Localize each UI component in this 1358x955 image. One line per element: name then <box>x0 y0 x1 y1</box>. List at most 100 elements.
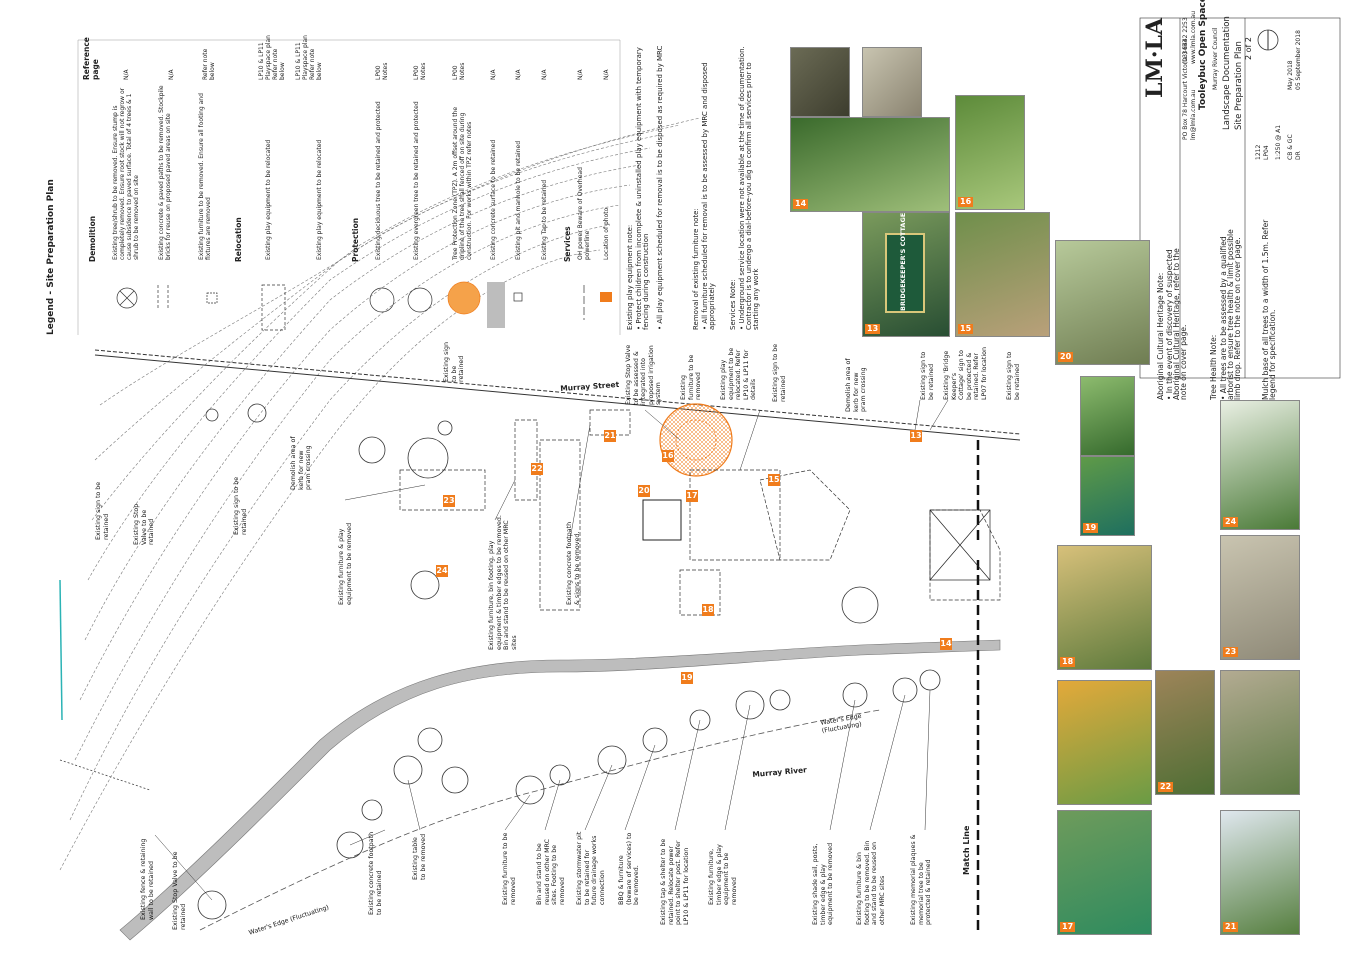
tree-protection-zone <box>659 403 733 477</box>
plan-tag-24: 24 <box>436 565 448 577</box>
legend-frame <box>77 39 621 335</box>
project-number: 1212 <box>1255 144 1262 160</box>
annotation-8: BBQ & furniture (beware of services) to … <box>618 832 641 905</box>
note-services-1: • Underground service location were not … <box>738 46 760 330</box>
legend-row-9: Existing concrete surface to be retained <box>490 139 497 260</box>
legend-row-3: Existing furniture to be removed. Ensure… <box>198 93 212 260</box>
photo-number: 16 <box>958 197 974 207</box>
project-title: Tooleybuc Open Space <box>1198 0 1208 110</box>
annotation-2: Existing Stop Valve to be retained <box>172 851 187 930</box>
issue-date: May 2018 <box>1287 60 1294 90</box>
legend-row-13: Location of photo <box>603 207 610 260</box>
legend-ref-3: Refer note below <box>202 48 216 80</box>
designed-by: CB & GC <box>1287 134 1294 160</box>
photo-number: 18 <box>1060 657 1076 667</box>
revision-date: 05 September 2018 <box>1295 30 1302 90</box>
annotation-13: Existing memorial plaques & memorial tre… <box>910 834 933 925</box>
note-play-1: • Protect children from incomplete & uni… <box>635 47 650 330</box>
plan-tag-13: 13 <box>910 430 922 442</box>
document-type: Landscape Documentation <box>1222 16 1232 130</box>
annotation-18: Existing furniture & play equipment to b… <box>338 522 353 605</box>
photo-24: 24 <box>1220 400 1300 530</box>
photo-19: 19 <box>1080 456 1135 536</box>
annotation-3: Existing concrete footpath to be retaine… <box>368 831 383 915</box>
plan-tag-22: 22 <box>531 463 543 475</box>
photo-number: 22 <box>1158 782 1174 792</box>
legend-ref-10: N/A <box>515 69 522 80</box>
photo-21: 21 <box>1220 810 1300 935</box>
annotation-27: Existing sign to be retained <box>920 351 935 400</box>
plan-tag-17: 17 <box>686 490 698 502</box>
legend-row-7: Existing evergreen tree to be retained a… <box>413 101 420 260</box>
mulch-note: Mulch base of all trees to a width of 1.… <box>1261 219 1277 400</box>
legend-ref-2: N/A <box>168 69 175 80</box>
legend-ref-13: N/A <box>603 69 610 80</box>
note-play-2: • All play equipment scheduled for remov… <box>656 45 664 330</box>
photo-17: 17 <box>1057 810 1152 935</box>
photo-20: 20 <box>1055 240 1150 365</box>
tree-health-heading: Tree Health Note: <box>1209 334 1218 400</box>
annotation-21: Existing sign to be retained <box>443 342 466 382</box>
photo-playground <box>1057 680 1152 805</box>
photo-number: 20 <box>1058 352 1074 362</box>
legend-title: Legend - Site Preparation Plan <box>46 179 56 335</box>
legend-row-11: Existing Tap to be retained <box>541 179 548 260</box>
legend-row-5: Existing play equipment to be relocated <box>316 139 323 260</box>
heritage-heading: Aboriginal Cultural Heritage Note: <box>1156 272 1165 400</box>
annotation-6: Bin and stand to be reused on other MRC … <box>536 839 566 905</box>
annotation-17: Demolish area of kerb for new pram cross… <box>290 436 313 490</box>
firm-phone: (03) 5442 2253 <box>1182 17 1189 64</box>
photo-22: 22 <box>1155 670 1215 795</box>
legend-ref-1: N/A <box>123 69 130 80</box>
photo-14: 14 <box>790 117 950 212</box>
photo-23: 23 <box>1220 535 1300 660</box>
plan-tag-16: 16 <box>662 450 674 462</box>
legend-ref-6: LP00 Notes <box>375 62 389 80</box>
sheet-title: Site Preparation Plan <box>1234 41 1244 130</box>
photo-19-top <box>1080 376 1135 456</box>
photo-number: 24 <box>1223 517 1239 527</box>
plan-tag-18: 18 <box>702 604 714 616</box>
legend-ref-12: N/A <box>577 69 584 80</box>
photo-number: 21 <box>1223 922 1239 932</box>
firm-logo: LM·LA <box>1142 17 1168 98</box>
annotation-16: Existing sign to be retained <box>233 476 248 535</box>
building-outline <box>929 509 991 581</box>
annotation-25: Existing sign to be retained <box>772 343 787 402</box>
sheet-number: 2 of 2 <box>1244 37 1253 60</box>
waters-edge-line <box>199 709 881 931</box>
legend-row-8: Tree Protection Zone (TPZ). A 2m offset … <box>452 106 473 260</box>
legend-ref-7: LP00 Notes <box>413 62 427 80</box>
legend-row-1: Existing tree/shrub to be removed. Ensur… <box>112 87 140 260</box>
plan-tag-19: 19 <box>681 672 693 684</box>
plan-tag-23: 23 <box>443 495 455 507</box>
annotation-9: Existing tap & shelter to be retained. R… <box>660 838 690 925</box>
cottage-sign: BRIDGEKEEPER'S COTTAGE <box>885 213 925 313</box>
trees <box>197 403 941 920</box>
annotation-19: Existing furniture, bin footing, play eq… <box>488 515 518 650</box>
annotation-24: Existing play equipment to be relocated.… <box>720 347 758 400</box>
contour-lines <box>59 117 701 871</box>
photo-16: 16 <box>955 95 1025 210</box>
legend-row-4: Existing play equipment to be relocated <box>265 139 272 260</box>
photo-sign-board <box>862 47 922 117</box>
plan-tag-21: 21 <box>604 430 616 442</box>
plan-tag-15: 15 <box>768 474 780 486</box>
legend-row-2: Existing concrete & paved paths to be re… <box>158 85 172 260</box>
photo-number: 23 <box>1223 647 1239 657</box>
title-block-frame <box>1139 17 1341 379</box>
photo-number: 13 <box>865 324 881 334</box>
legend-ref-5: LP10 & LP11 Playspace plan Refer note be… <box>295 35 323 80</box>
legend-row-6: Existing deciduous tree to be retained a… <box>375 101 382 260</box>
murray-street-boundary <box>94 349 1021 441</box>
annotation-7: Existing stormwater pit to be retained f… <box>576 831 606 905</box>
legend-row-12: OH power Beware of Overhead powerline <box>577 167 591 260</box>
legend-protection-heading: Protection <box>351 217 360 262</box>
photo-number: 19 <box>1083 523 1099 533</box>
annotation-28: Existing 'Bridge Keeper's Cottage' sign … <box>943 347 988 400</box>
photo-path <box>1220 670 1300 795</box>
note-services-heading: Services Note: <box>729 279 737 330</box>
annotation-10: Existing furniture, timber edge & play e… <box>708 844 738 905</box>
legend-ref-11: N/A <box>541 69 548 80</box>
